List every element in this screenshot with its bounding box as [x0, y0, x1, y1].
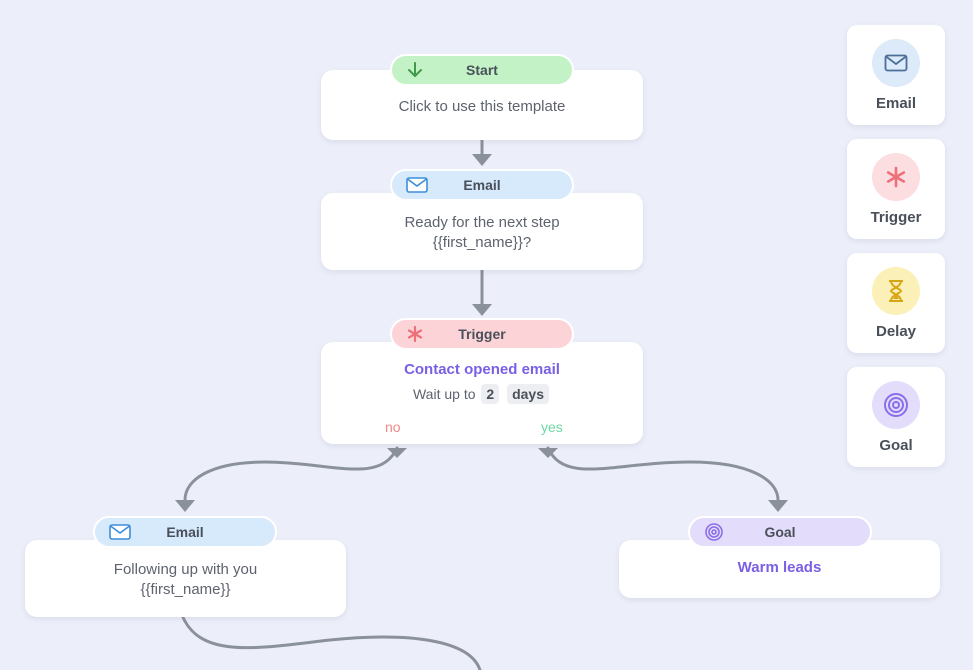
asterisk-icon [406, 325, 424, 343]
target-icon [872, 381, 920, 429]
palette-trigger-label: Trigger [870, 209, 922, 226]
palette-goal-label: Goal [879, 437, 913, 454]
palette-goal[interactable]: Goal [847, 367, 945, 467]
email-node[interactable]: Ready for the next step {{first_name}}? [321, 193, 643, 270]
envelope-icon [872, 39, 920, 87]
start-node-text: Click to use this template [398, 98, 566, 115]
palette-email-label: Email [875, 95, 917, 112]
email-node-line1: Ready for the next step [404, 214, 560, 231]
trigger-wait-value[interactable]: 2 [481, 384, 500, 404]
arrow-down-icon [406, 61, 424, 79]
arrowhead-trigger-no-out [387, 448, 407, 458]
connector-trigger-goal [546, 446, 780, 502]
trigger-wait-unit[interactable]: days [507, 384, 549, 404]
arrowhead-goal [768, 500, 788, 512]
trigger-node[interactable]: Contact opened email Wait up to 2 days n… [321, 342, 643, 444]
connector-arrowheads [175, 154, 788, 512]
connector-trigger-email2 [183, 446, 399, 502]
branch-yes-label: yes [541, 419, 563, 435]
palette-email[interactable]: Email [847, 25, 945, 125]
goal-node[interactable]: Warm leads [619, 540, 940, 598]
start-pill[interactable]: Start [390, 54, 574, 86]
email-pill[interactable]: Email [390, 169, 574, 201]
followup-email-node[interactable]: Following up with you {{first_name}} [25, 540, 346, 617]
envelope-icon [406, 177, 428, 193]
palette-delay[interactable]: Delay [847, 253, 945, 353]
arrowhead-trigger [472, 304, 492, 316]
followup-email-line2: {{first_name}} [140, 581, 231, 598]
branch-no-label: no [385, 419, 401, 435]
followup-email-pill-label: Email [166, 524, 204, 540]
trigger-title: Contact opened email [404, 361, 560, 378]
goal-pill[interactable]: Goal [688, 516, 872, 548]
followup-email-line1: Following up with you [113, 561, 258, 578]
trigger-wait-prefix: Wait up to [412, 386, 476, 402]
palette-delay-label: Delay [875, 323, 917, 340]
arrowhead-trigger-yes-out [538, 448, 558, 458]
target-icon [704, 522, 724, 542]
email-pill-label: Email [463, 177, 501, 193]
connector-email2-next [180, 613, 482, 670]
goal-pill-label: Goal [764, 524, 796, 540]
arrowhead-email [472, 154, 492, 166]
start-pill-label: Start [466, 62, 498, 78]
envelope-icon [109, 524, 131, 540]
trigger-pill[interactable]: Trigger [390, 318, 574, 350]
palette-trigger[interactable]: Trigger [847, 139, 945, 239]
hourglass-icon [872, 267, 920, 315]
email-node-line2: {{first_name}}? [432, 234, 532, 251]
followup-email-pill[interactable]: Email [93, 516, 277, 548]
asterisk-icon [872, 153, 920, 201]
arrowhead-email2 [175, 500, 195, 512]
trigger-pill-label: Trigger [458, 326, 506, 342]
goal-node-text: Warm leads [737, 559, 822, 576]
